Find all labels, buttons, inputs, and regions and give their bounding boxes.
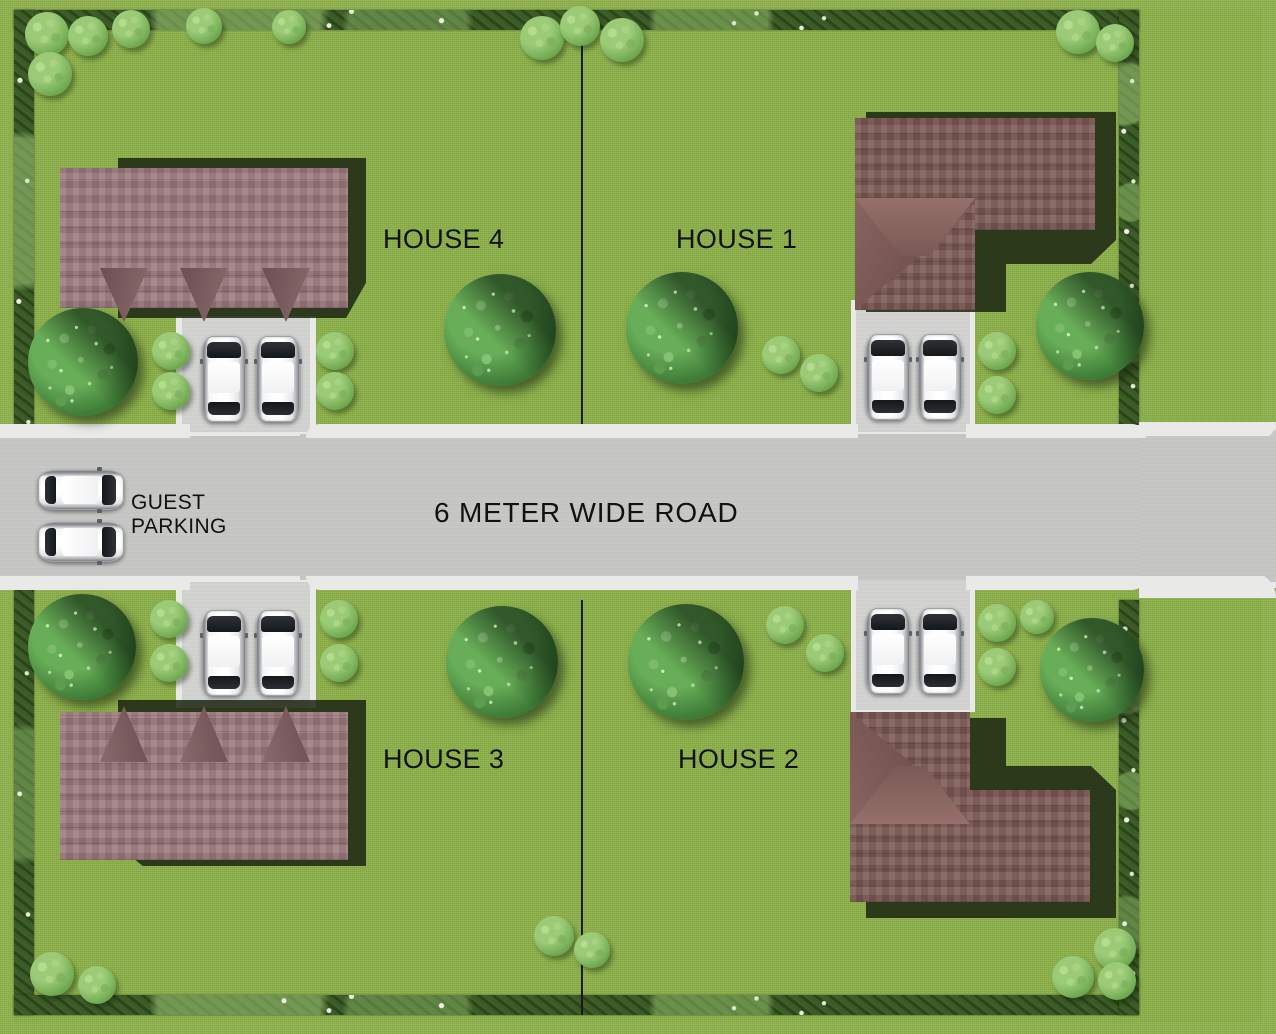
road-exit-curb-top — [1139, 422, 1276, 440]
shrub — [978, 332, 1016, 370]
shrub — [1020, 600, 1054, 634]
shrub — [978, 604, 1016, 642]
house-2-label: HOUSE 2 — [678, 744, 800, 774]
shrub — [762, 336, 800, 374]
house-3-label: HOUSE 3 — [383, 744, 505, 774]
shrub — [28, 52, 72, 96]
guest-parking-label-line1: GUEST — [131, 491, 206, 514]
lawn-curb-right-upper2 — [966, 424, 1146, 438]
shrub — [978, 376, 1016, 414]
shrub — [68, 16, 108, 56]
shrub — [978, 648, 1016, 686]
car-house4-2 — [253, 336, 303, 422]
car-house2-2 — [915, 608, 965, 694]
car-house1-2 — [915, 334, 965, 420]
tree — [1036, 272, 1144, 380]
tree — [28, 308, 138, 416]
shrub — [520, 16, 564, 60]
shrub — [1098, 962, 1136, 1000]
hedge-bottom — [14, 995, 1139, 1015]
lawn-curb-right-upper — [596, 424, 858, 438]
guest-parking-label: GUEST PARKING — [131, 491, 241, 538]
shrub — [1052, 956, 1094, 998]
car-house2-1 — [863, 608, 913, 694]
shrub — [766, 606, 804, 644]
shrub — [186, 8, 222, 44]
shrub — [320, 600, 358, 638]
house-1-label: HOUSE 1 — [676, 224, 798, 254]
lawn-curb-left-upper — [0, 424, 190, 438]
shrub — [112, 10, 150, 48]
tree — [626, 272, 738, 384]
shrub — [574, 932, 610, 968]
shrub — [78, 966, 116, 1004]
car-house4-1 — [199, 336, 249, 422]
lawn-curb-right-lower — [596, 576, 858, 590]
shrub — [30, 952, 74, 996]
shrub — [316, 372, 354, 410]
plot-divider-top — [581, 10, 583, 428]
shrub — [316, 332, 354, 370]
shrub — [272, 10, 306, 44]
tree — [1040, 618, 1144, 722]
shrub — [534, 916, 574, 956]
car-guest-2 — [38, 518, 124, 566]
lawn-curb-right-lower2 — [966, 576, 1146, 590]
shrub — [150, 644, 188, 682]
shrub — [1056, 10, 1100, 54]
driveway-house3-edge — [306, 576, 596, 590]
tree — [28, 594, 136, 700]
tree — [446, 606, 558, 718]
guest-parking-label-line2: PARKING — [131, 514, 227, 538]
shrub — [560, 6, 600, 46]
car-guest-1 — [38, 466, 124, 514]
lawn-curb-left-lower — [0, 576, 190, 590]
road-label: 6 METER WIDE ROAD — [434, 497, 739, 528]
shrub — [1096, 24, 1134, 62]
driveway-house4-edge-left — [306, 424, 596, 438]
car-house3-2 — [253, 610, 303, 696]
road-exit-surface — [1139, 436, 1276, 576]
tree — [444, 274, 556, 386]
shrub — [150, 600, 188, 638]
shrub — [800, 354, 838, 392]
house-4-label: HOUSE 4 — [383, 224, 505, 254]
shrub — [152, 332, 190, 370]
car-house1-1 — [863, 334, 913, 420]
car-house3-1 — [199, 610, 249, 696]
shrub — [320, 644, 358, 682]
road-exit-curb-bottom — [1139, 572, 1276, 598]
shrub — [600, 18, 644, 62]
shrub — [806, 634, 844, 672]
shrub — [25, 12, 69, 56]
plot-divider-bottom — [581, 600, 583, 1015]
shrub — [152, 372, 190, 410]
tree — [628, 604, 744, 720]
